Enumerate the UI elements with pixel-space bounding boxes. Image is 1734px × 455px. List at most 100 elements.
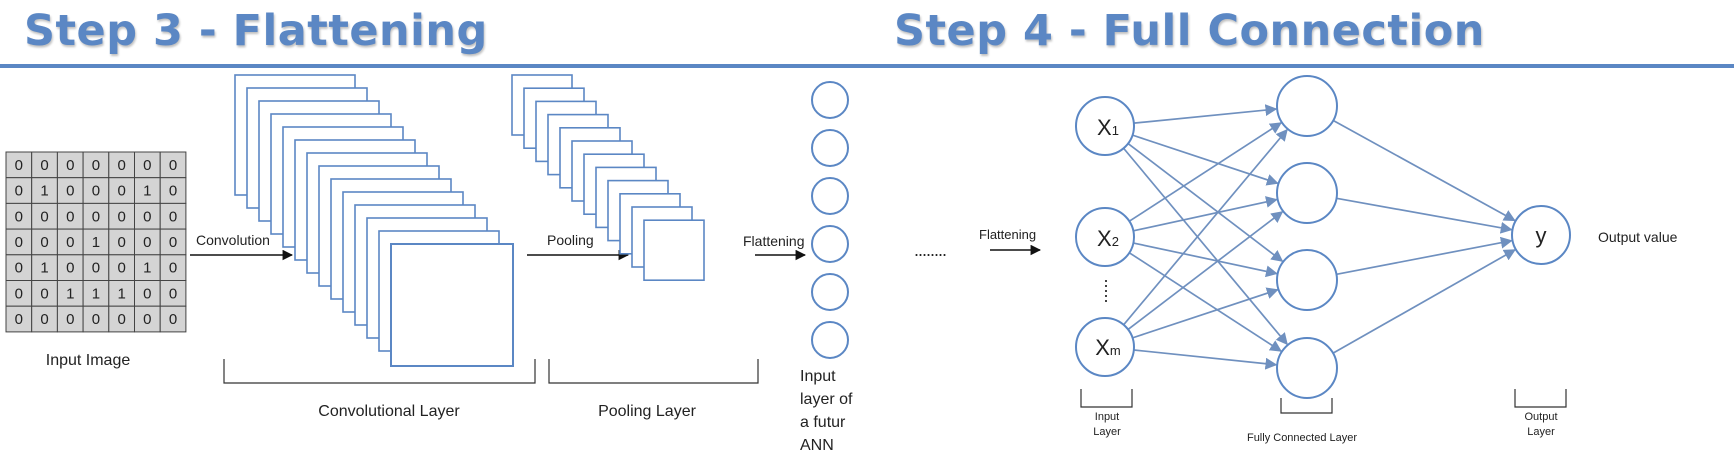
input-image-label: Input Image: [46, 352, 131, 369]
connection-edge: [1127, 142, 1284, 262]
ellipsis: ........: [914, 240, 946, 260]
flattened-node: [811, 225, 849, 263]
grid-cell-value: 0: [40, 285, 48, 302]
grid-cell-value: 0: [15, 157, 23, 174]
grid-cell-value: 0: [66, 157, 74, 174]
grid-cell-value: 1: [92, 234, 100, 251]
grid-cell-value: 0: [15, 234, 23, 251]
grid-cell: [108, 151, 136, 179]
connection-edge: [1128, 122, 1282, 222]
connection-edge: [1133, 196, 1278, 232]
step4-flattening-label: Flattening: [979, 227, 1036, 242]
hidden-neuron: [1276, 337, 1338, 399]
flattened-node: [811, 273, 849, 311]
grid-cell-value: 0: [66, 234, 74, 251]
grid-cell: [5, 228, 33, 256]
grid-cell-value: 1: [92, 285, 100, 302]
grid-cell-value: 0: [92, 260, 100, 277]
grid-cell: [108, 202, 136, 230]
grid-cell: [31, 280, 58, 307]
grid-cell-value: 1: [117, 285, 125, 302]
grid-cell: [108, 305, 136, 333]
grid-cell: [159, 305, 187, 333]
flattened-input-nodes: [811, 81, 849, 359]
grid-cell-value: 0: [15, 285, 23, 302]
grid-cell-value: 0: [169, 183, 177, 200]
grid-cell: [134, 177, 161, 204]
grid-cell-value: 0: [169, 234, 177, 251]
connection-edge: [1132, 287, 1279, 339]
convolutional-layer-label: Convolutional Layer: [318, 403, 460, 420]
flattened-node: [811, 321, 849, 359]
grid-cell-value: 0: [143, 311, 151, 328]
output-neuron: [1511, 205, 1571, 265]
grid-cell-value: 0: [15, 311, 23, 328]
title-step4: Step 4 - Full Connection: [894, 6, 1485, 56]
input-neuron-xm: [1075, 317, 1135, 377]
output-edge: [1332, 249, 1516, 354]
grid-cell-value: 0: [15, 183, 23, 200]
grid-cell: [134, 254, 161, 282]
pooled-map: [643, 219, 705, 281]
grid-cell-value: 0: [143, 208, 151, 225]
flattened-node: [811, 129, 849, 167]
grid-cell: [5, 305, 33, 333]
input-layer-label-line4: ANN: [800, 437, 834, 454]
grid-cell: [82, 228, 110, 256]
connection-edge: [1133, 104, 1278, 124]
grid-cell-value: 0: [92, 183, 100, 200]
connection-edge: [1132, 134, 1279, 186]
flattening-label: Flattening: [743, 233, 804, 249]
grid-cell-value: 0: [117, 260, 125, 277]
grid-cell: [134, 151, 161, 179]
grid-cell: [31, 254, 58, 282]
connection-edge: [1122, 128, 1288, 326]
pooling-label: Pooling: [547, 232, 594, 248]
grid-cell-value: 0: [66, 183, 74, 200]
grid-cell: [31, 151, 58, 179]
convolutional-feature-maps: [234, 74, 514, 367]
input-neuron-xm-label: Xm: [1095, 335, 1121, 360]
grid-cell-value: 0: [169, 208, 177, 225]
connection-edge: [1122, 147, 1288, 346]
connection-edge: [1128, 252, 1282, 352]
grid-cell-value: 1: [143, 183, 151, 200]
grid-cell: [159, 254, 187, 282]
header-rule: [0, 64, 1734, 68]
connection-edge: [1127, 211, 1284, 331]
grid-cell: [56, 151, 84, 179]
grid-cell-value: 0: [143, 157, 151, 174]
grid-cell: [82, 254, 110, 282]
grid-cell: [31, 202, 58, 230]
grid-cell-value: 0: [117, 208, 125, 225]
grid-cell: [159, 202, 187, 230]
grid-cell: [159, 228, 187, 256]
grid-cell-value: 0: [117, 183, 125, 200]
grid-cell-value: 0: [40, 208, 48, 225]
grid-cell: [31, 228, 58, 256]
pooled-feature-maps: [511, 74, 705, 281]
input-neuron-x1-label: X1: [1097, 115, 1119, 140]
grid-cell: [56, 305, 84, 333]
hidden-neuron: [1276, 249, 1338, 311]
output-edge: [1332, 119, 1516, 222]
input-layer-caption-line2: Layer: [1093, 426, 1121, 438]
grid-cell: [108, 228, 136, 256]
flattened-node: [811, 81, 849, 119]
grid-cell-value: 1: [40, 183, 48, 200]
grid-cell: [5, 254, 33, 282]
flattened-node: [811, 177, 849, 215]
output-layer-bracket: [1514, 389, 1567, 408]
grid-cell-value: 0: [66, 260, 74, 277]
input-layer-bracket: [1080, 389, 1133, 408]
grid-cell-value: 0: [92, 208, 100, 225]
grid-cell-value: 0: [92, 157, 100, 174]
input-neuron-x1: [1075, 96, 1135, 156]
grid-cell-value: 0: [92, 311, 100, 328]
grid-cell-value: 0: [117, 311, 125, 328]
hidden-neurons: [1276, 75, 1338, 399]
output-value-label: Output value: [1598, 229, 1678, 245]
hidden-layer-caption: Fully Connected Layer: [1247, 432, 1357, 444]
output-layer-caption-line1: Output: [1524, 411, 1557, 423]
